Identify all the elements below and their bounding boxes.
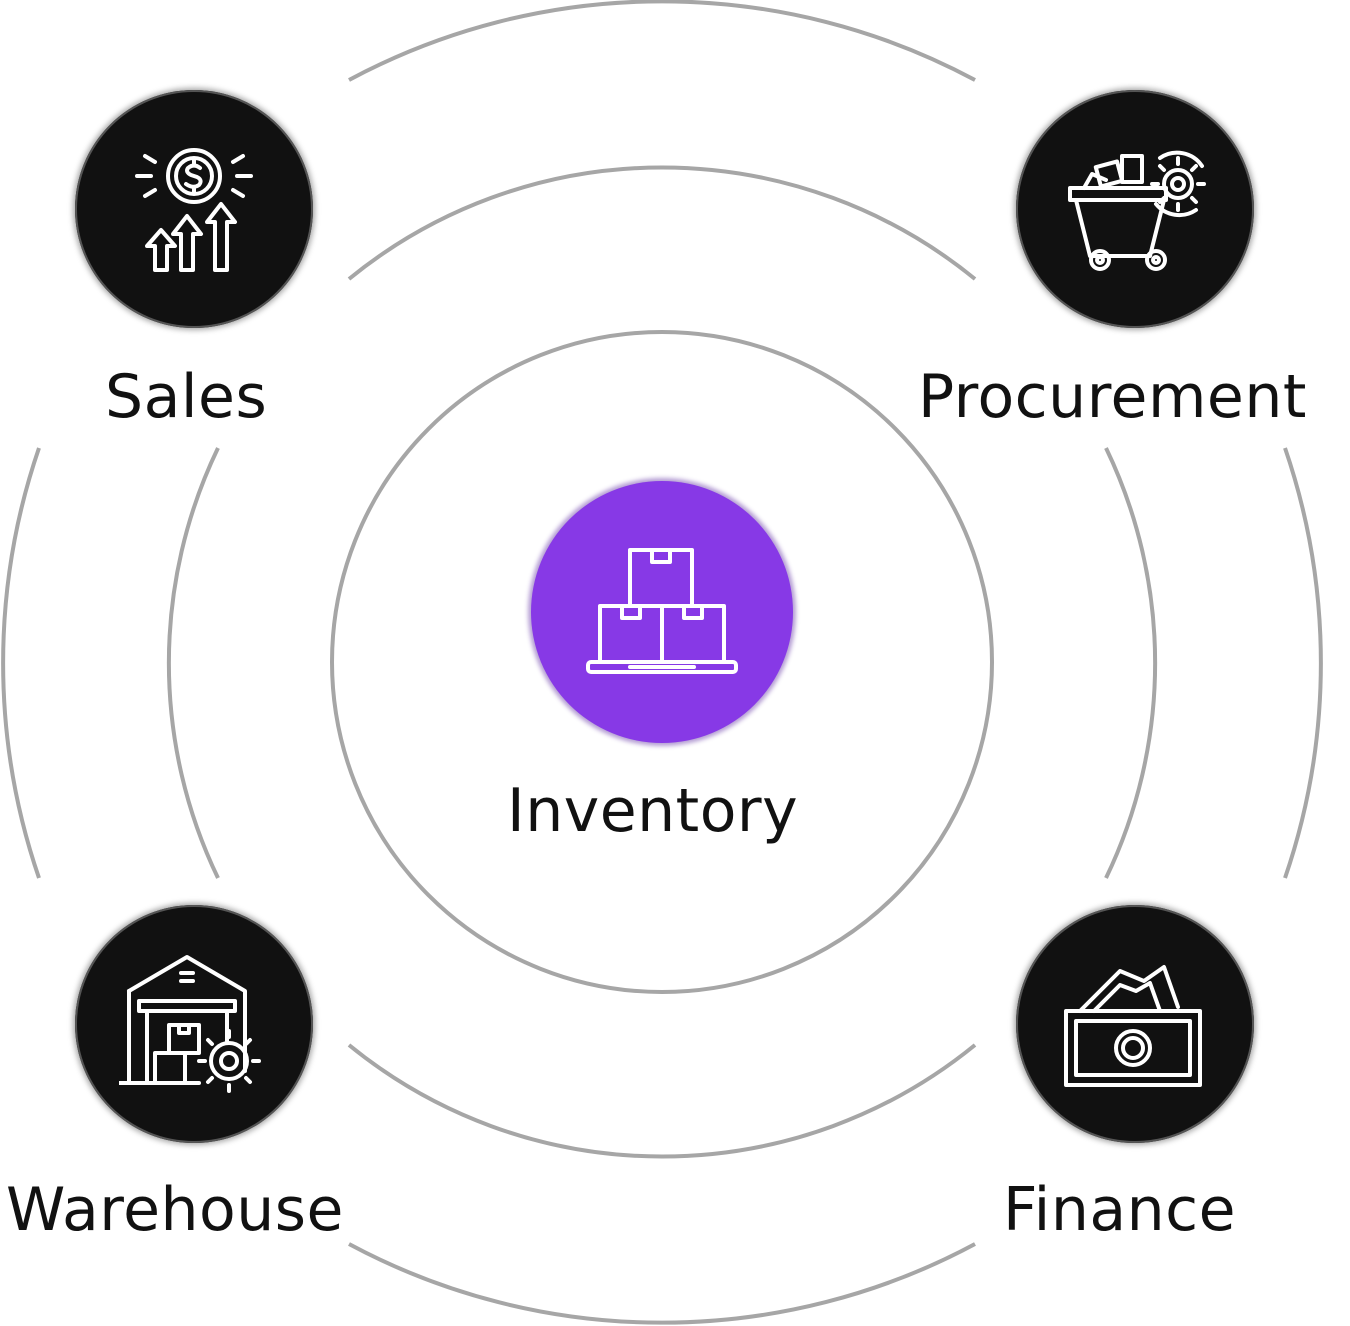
warehouse-node[interactable] xyxy=(75,905,313,1143)
sales-growth-icon xyxy=(135,148,253,272)
sales-node[interactable] xyxy=(75,90,313,328)
outer-ring-left-arc xyxy=(1,447,41,879)
middle-ring-left-arc xyxy=(166,447,220,879)
outer-ring-bottom-arc xyxy=(348,1242,976,1325)
outer-ring-right-arc xyxy=(1283,447,1323,879)
stacked-boxes-icon xyxy=(586,548,738,674)
money-bills-icon xyxy=(1064,965,1202,1087)
middle-ring-right-arc xyxy=(1104,447,1158,879)
sales-label: Sales xyxy=(105,362,268,432)
warehouse-label: Warehouse xyxy=(6,1175,344,1245)
procurement-node[interactable] xyxy=(1016,90,1254,328)
middle-ring-top-arc xyxy=(347,165,977,281)
warehouse-gear-icon xyxy=(119,955,261,1093)
outer-ring-top-arc xyxy=(348,0,976,82)
inner-ring xyxy=(330,330,994,994)
procurement-label: Procurement xyxy=(918,362,1307,432)
inventory-node[interactable] xyxy=(531,481,793,743)
middle-ring-bottom-arc xyxy=(347,1043,977,1159)
shopping-cart-gear-icon xyxy=(1068,150,1206,271)
finance-label: Finance xyxy=(1003,1175,1237,1245)
finance-node[interactable] xyxy=(1016,905,1254,1143)
inventory-label: Inventory xyxy=(507,776,799,846)
